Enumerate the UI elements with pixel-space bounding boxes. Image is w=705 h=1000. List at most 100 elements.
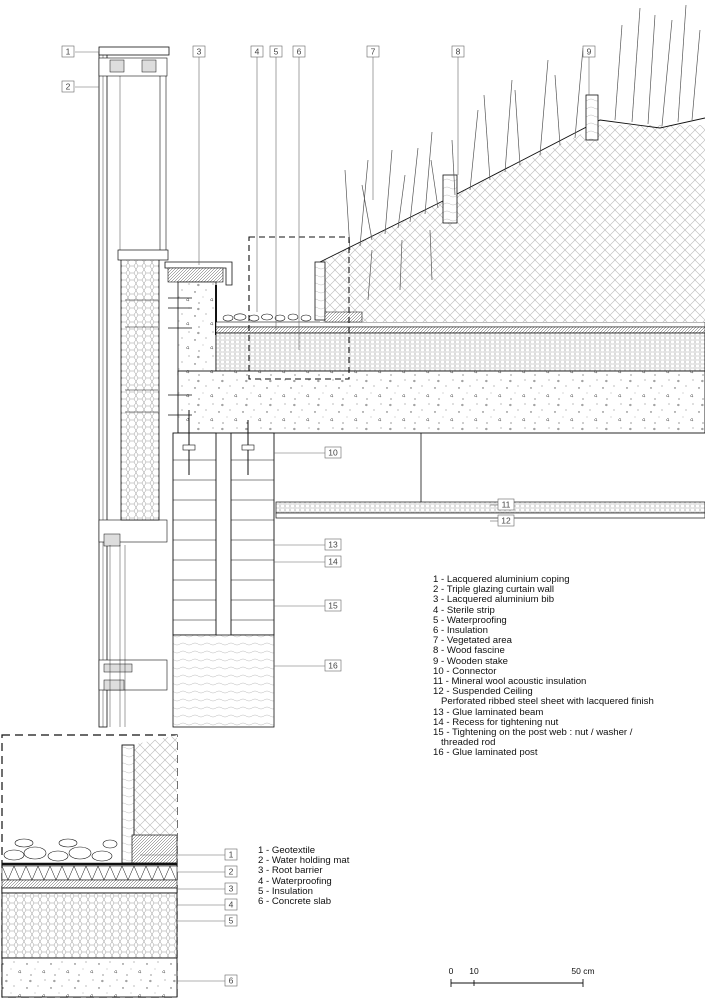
scale-tick-50: 50 cm: [571, 966, 594, 976]
legend-detail-item-text: 6 - Concrete slab: [258, 896, 332, 908]
legend-main-item-text: 2 - Triple glazing curtain wall: [433, 584, 555, 596]
legend-detail-item: 6 - Concrete slab: [258, 896, 418, 908]
legend-detail-item: 5 - Insulation: [258, 885, 418, 897]
tag-15: 15: [324, 599, 342, 612]
svg-text:2: 2: [229, 867, 234, 877]
svg-text:16: 16: [328, 661, 338, 671]
detail-tag-5: 5: [224, 914, 238, 927]
legend-detail-item-text: 5 - Insulation: [258, 885, 313, 897]
legend-main-item-text: 4 - Sterile strip: [433, 604, 495, 616]
tag-5: 5: [269, 45, 283, 58]
vegetated-area: [320, 125, 705, 322]
tag-leaders: [75, 51, 590, 667]
legend-detail-item-text: 2 - Water holding mat: [258, 855, 350, 867]
legend-detail-item: 3 - Root barrier: [258, 866, 418, 876]
scale-tick-10: 10: [469, 966, 479, 976]
legend-main-item: 11 - Mineral wool acoustic insulation: [433, 676, 663, 688]
legend-main-item-text: 11 - Mineral wool acoustic insulation: [433, 676, 587, 688]
svg-text:8: 8: [456, 47, 461, 57]
wood-fascine: [442, 174, 458, 224]
legend-main-item-text: 14 - Recess for tightening nut: [433, 716, 559, 728]
detail-tag-2: 2: [224, 865, 238, 878]
legend-main-item: 9 - Wooden stake: [433, 655, 663, 667]
svg-text:12: 12: [501, 516, 511, 526]
tag-4: 4: [250, 45, 264, 58]
wall-panel: [120, 254, 160, 521]
scale-tick-0: 0: [449, 966, 454, 976]
legend-main-item: 7 - Vegetated area: [433, 636, 663, 646]
tag-13: 13: [324, 538, 342, 551]
svg-text:3: 3: [229, 884, 234, 894]
svg-text:6: 6: [297, 47, 302, 57]
legend-main-item: 5 - Waterproofing: [433, 614, 663, 626]
legend-detail-item-text: 3 - Root barrier: [258, 865, 323, 877]
legend-main-item: 15 - Tightening on the post web : nut / …: [433, 727, 663, 748]
legend-main-item-text: 1 - Lacquered aluminium coping: [433, 574, 570, 585]
detail-tag-6: 6: [224, 974, 238, 987]
svg-text:3: 3: [197, 47, 202, 57]
legend-main-item: 3 - Lacquered aluminium bib: [433, 595, 663, 605]
svg-text:15: 15: [328, 601, 338, 611]
legend-main-item: 13 - Glue laminated beam: [433, 706, 663, 718]
acoustic-insulation: [275, 501, 705, 514]
legend-main-item-text: 10 - Connector: [433, 665, 497, 677]
svg-text:9: 9: [587, 47, 592, 57]
concrete-slab: [177, 370, 705, 434]
tag-boxes: 1 2 3 4 5 6 7 8 9 10 11 12 13 14 15 16: [61, 45, 596, 672]
legend-main-item-text: 13 - Glue laminated beam: [433, 706, 544, 718]
tag-10: 10: [324, 446, 342, 459]
legend-main-item: 1 - Lacquered aluminium coping: [433, 574, 663, 585]
legend-main-item: 4 - Sterile strip: [433, 604, 663, 616]
svg-text:2: 2: [66, 82, 71, 92]
tag-16: 16: [324, 659, 342, 672]
pebbles: [222, 313, 312, 322]
tag-8: 8: [451, 45, 465, 58]
legend-main-item: 2 - Triple glazing curtain wall: [433, 585, 663, 595]
svg-text:6: 6: [229, 976, 234, 986]
tag-11: 11: [497, 498, 515, 511]
legend-main-item-subtext: Perforated ribbed steel sheet with lacqu…: [441, 696, 654, 708]
legend-main-item-text: 6 - Insulation: [433, 625, 488, 637]
svg-text:5: 5: [274, 47, 279, 57]
tag-3: 3: [192, 45, 206, 58]
legend-detail-item: 1 - Geotextile: [258, 845, 418, 856]
legend-main-item-text: 5 - Waterproofing: [433, 614, 507, 626]
tag-14: 14: [324, 555, 342, 568]
legend-main-item-text: 3 - Lacquered aluminium bib: [433, 594, 555, 606]
main-section: [98, 4, 705, 728]
tag-9: 9: [582, 45, 596, 58]
detail-tag-leaders: [140, 854, 225, 982]
detail-tag-boxes: 1 2 3 4 5 6: [224, 848, 238, 987]
detail-tag-1: 1: [224, 848, 238, 861]
suspended-ceiling: [275, 512, 705, 519]
waterproofing: [215, 326, 705, 334]
legend-detail-item-text: 1 - Geotextile: [258, 845, 316, 856]
tag-7: 7: [366, 45, 380, 58]
legend-main-item-text: 12 - Suspended Ceiling: [433, 686, 533, 698]
legend-detail-item-text: 4 - Waterproofing: [258, 875, 332, 887]
detail-view: [1, 734, 178, 998]
detail-tag-3: 3: [224, 882, 238, 895]
legend-main-item-text: 16 - Glue laminated post: [433, 747, 538, 759]
legend-main-item: 10 - Connector: [433, 665, 663, 677]
detail-tag-4: 4: [224, 898, 238, 911]
wooden-stake: [585, 94, 599, 141]
legend-main-item-text: 9 - Wooden stake: [433, 655, 509, 667]
legend-main-item-text: 7 - Vegetated area: [433, 635, 512, 647]
legend-main-item: 14 - Recess for tightening nut: [433, 716, 663, 728]
tag-2: 2: [61, 80, 75, 93]
svg-text:11: 11: [502, 500, 511, 510]
glulam-beam-right: [230, 432, 275, 636]
glulam-beam-left: [172, 432, 217, 636]
glulam-post: [172, 634, 275, 728]
svg-text:1: 1: [229, 850, 234, 860]
tag-12: 12: [497, 514, 515, 527]
svg-text:10: 10: [328, 448, 338, 458]
grass: [344, 4, 701, 301]
legend-main-item: 16 - Glue laminated post: [433, 748, 663, 758]
insulation: [215, 332, 705, 372]
